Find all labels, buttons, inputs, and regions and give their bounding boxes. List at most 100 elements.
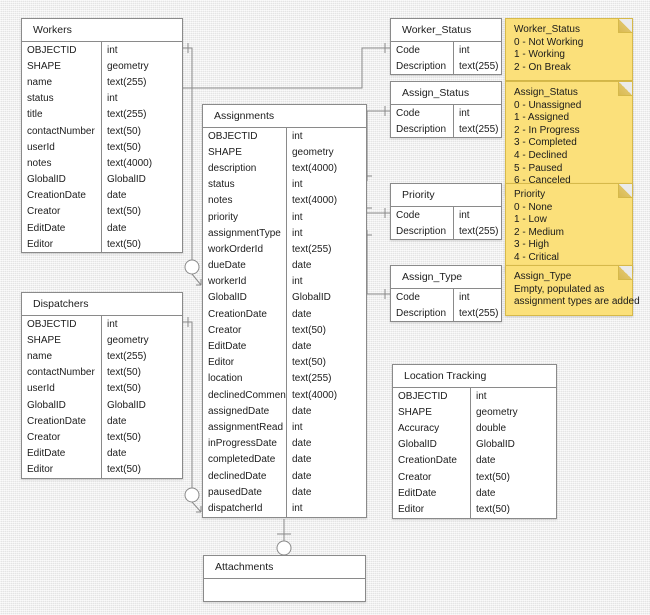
entity-attachments[interactable]: Attachments [203, 555, 366, 602]
attribute-name: Description [391, 305, 454, 322]
attribute-name: GlobalID [203, 289, 287, 307]
entity-worker-status[interactable]: Worker_Status Code int Description text(… [390, 18, 502, 76]
attribute-type: date [292, 486, 312, 498]
attribute-name: Code [391, 42, 454, 59]
note-line: 4 - Declined [514, 149, 568, 161]
attribute-type: date [292, 470, 312, 482]
attribute-name: completedDate [203, 451, 287, 468]
attribute-row: EditDate date [393, 485, 556, 502]
attribute-type: date [476, 455, 496, 467]
attribute-type: int [459, 107, 470, 119]
link-dispatchers-assignments [183, 321, 193, 488]
attribute-list-workers: OBJECTID int SHAPE geometry name text(25… [22, 42, 182, 253]
attribute-name: SHAPE [22, 332, 102, 349]
attribute-type: text(255) [107, 109, 147, 121]
attribute-type: text(4000) [292, 162, 338, 174]
cardinality-dispatcherid [184, 487, 200, 503]
entity-priority[interactable]: Priority Code int Description text(255) [390, 183, 502, 241]
entity-dispatchers[interactable]: Dispatchers OBJECTID int SHAPE geometry … [21, 292, 183, 479]
attribute-type: date [107, 415, 127, 427]
attribute-type: int [107, 44, 118, 56]
attribute-row: contactNumber text(50) [22, 122, 182, 140]
note-line: 4 - Critical [514, 251, 560, 263]
crowsfoot-dispatcherid [191, 501, 202, 513]
attribute-name: SHAPE [393, 404, 471, 421]
attribute-name: OBJECTID [22, 316, 102, 333]
note-line: 2 - In Progress [514, 124, 580, 136]
attribute-type: text(50) [292, 324, 326, 336]
cardinality-workerid [184, 259, 200, 275]
attribute-type: int [107, 93, 118, 105]
entity-assign-status[interactable]: Assign_Status Code int Description text(… [390, 81, 502, 139]
attribute-type: date [107, 448, 127, 460]
attribute-row: Description text(255) [391, 305, 501, 322]
attribute-name: Creator [22, 203, 102, 221]
attribute-name: assignedDate [203, 403, 287, 420]
attribute-name: status [203, 176, 287, 193]
attribute-row: Editor text(50) [393, 501, 556, 518]
attribute-row: pausedDate date [203, 484, 366, 501]
attribute-type: text(4000) [107, 157, 153, 169]
attribute-type: int [292, 227, 303, 239]
attribute-type: GlobalID [476, 439, 515, 451]
attribute-name: Editor [22, 236, 102, 253]
attribute-name: OBJECTID [393, 388, 471, 405]
attribute-type: GlobalID [107, 399, 146, 411]
attribute-list-attachments [204, 579, 365, 601]
attribute-row: Code int [391, 105, 501, 122]
note-worker-status[interactable]: Worker_Status 0 - Not Working 1 - Workin… [505, 18, 633, 82]
note-line: 2 - Medium [514, 226, 565, 238]
attribute-type: int [476, 390, 487, 402]
note-title: Assign_Type [514, 271, 572, 282]
attribute-name: priority [203, 208, 287, 226]
attribute-type: geometry [107, 60, 149, 72]
entity-title-worker-status: Worker_Status [391, 19, 501, 42]
note-title: Priority [514, 189, 546, 200]
attribute-row: Creator text(50) [22, 203, 182, 221]
attribute-row: location text(255) [203, 370, 366, 387]
attribute-row: Editor text(50) [203, 354, 366, 371]
attribute-row: SHAPE geometry [22, 58, 182, 75]
attribute-name: workerId [203, 273, 287, 290]
note-priority[interactable]: Priority 0 - None 1 - Low 2 - Medium 3 -… [505, 183, 633, 272]
note-assign-status[interactable]: Assign_Status 0 - Unassigned 1 - Assigne… [505, 81, 633, 195]
link-assign-status [366, 110, 390, 181]
attribute-name: CreationDate [393, 452, 471, 469]
attribute-type: text(255) [107, 350, 147, 362]
attribute-type: text(50) [107, 238, 141, 250]
attribute-type: date [107, 190, 127, 202]
entity-location-tracking[interactable]: Location Tracking OBJECTID int SHAPE geo… [392, 364, 557, 519]
attribute-row: EditDate date [22, 445, 182, 462]
attribute-type: text(50) [107, 464, 141, 476]
attribute-row: assignmentRead int [203, 419, 366, 436]
note-line: 3 - Completed [514, 137, 577, 149]
attribute-name: SHAPE [203, 144, 287, 161]
attribute-type: int [459, 44, 470, 56]
attribute-name: Editor [393, 501, 471, 518]
attribute-name: Description [391, 223, 454, 240]
attribute-row: OBJECTID int [203, 128, 366, 145]
attribute-name: Creator [22, 429, 102, 446]
note-line: 1 - Working [514, 49, 565, 61]
note-line: Empty, populated as [514, 283, 605, 295]
attribute-type: text(50) [476, 471, 510, 483]
attribute-name: GlobalID [22, 171, 102, 188]
note-line: 0 - Unassigned [514, 99, 582, 111]
attribute-type: text(4000) [292, 195, 338, 207]
attribute-type: int [292, 421, 303, 433]
entity-assign-type[interactable]: Assign_Type Code int Description text(25… [390, 265, 502, 323]
attribute-name: Editor [203, 354, 287, 371]
attribute-name: Accuracy [393, 420, 471, 437]
attribute-row: Code int [391, 42, 501, 59]
entity-workers[interactable]: Workers OBJECTID int SHAPE geometry name… [21, 18, 183, 254]
attribute-row: Creator text(50) [203, 322, 366, 339]
attribute-name: contactNumber [22, 122, 102, 140]
entity-assignments[interactable]: Assignments OBJECTID int SHAPE geometry … [202, 104, 367, 518]
attribute-type: text(50) [107, 431, 141, 443]
note-assign-type[interactable]: Assign_Type Empty, populated as assignme… [505, 265, 640, 316]
attribute-type: text(50) [107, 383, 141, 395]
cardinality-attachments [276, 540, 292, 556]
attribute-name: EditDate [22, 220, 102, 237]
attribute-row: contactNumber text(50) [22, 364, 182, 381]
